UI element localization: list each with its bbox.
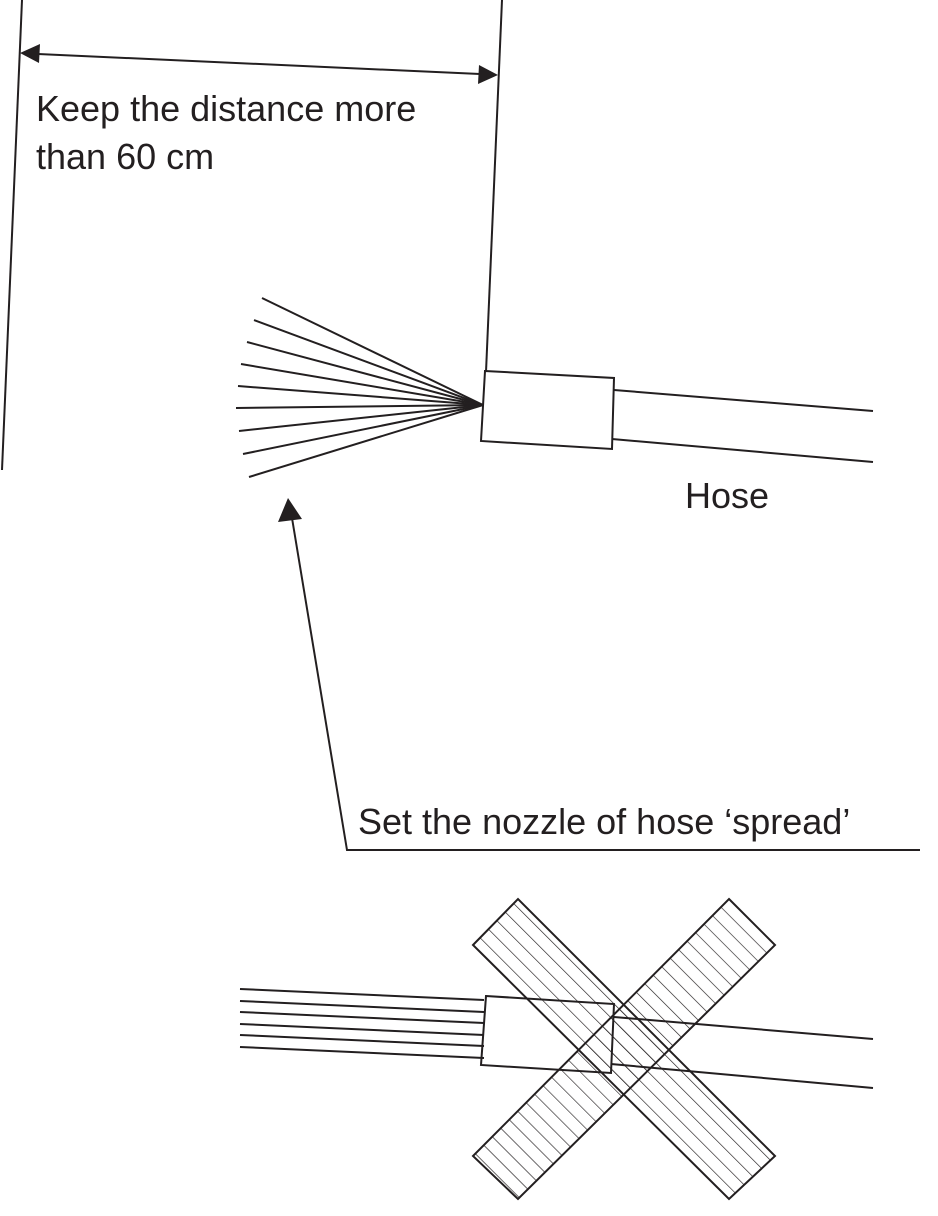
distance-instruction-line1: Keep the distance more <box>36 88 417 129</box>
right-boundary-line <box>485 0 503 373</box>
hose-label: Hose <box>685 475 770 516</box>
distance-arrow <box>20 44 498 84</box>
distance-instruction: Keep the distance more than 60 cm <box>36 85 416 181</box>
nozzle-leader-arrow <box>278 498 920 851</box>
nozzle-leader-arrowhead <box>278 498 302 522</box>
distance-arrow-left-head <box>20 44 40 63</box>
distance-arrow-right-head <box>478 65 498 84</box>
nozzle-setting-label: Set the nozzle of hose ‘spread’ <box>358 801 851 842</box>
nozzle-bottom <box>479 994 616 1075</box>
straight-jet-icon <box>239 988 485 1059</box>
hose-top <box>479 369 874 463</box>
hose-bottom <box>479 994 874 1089</box>
spread-spray-icon <box>235 297 484 478</box>
left-boundary-line <box>1 0 23 471</box>
distance-instruction-line2: than 60 cm <box>36 136 215 177</box>
nozzle-top <box>479 369 616 451</box>
cross-mark-icon <box>471 897 777 1201</box>
